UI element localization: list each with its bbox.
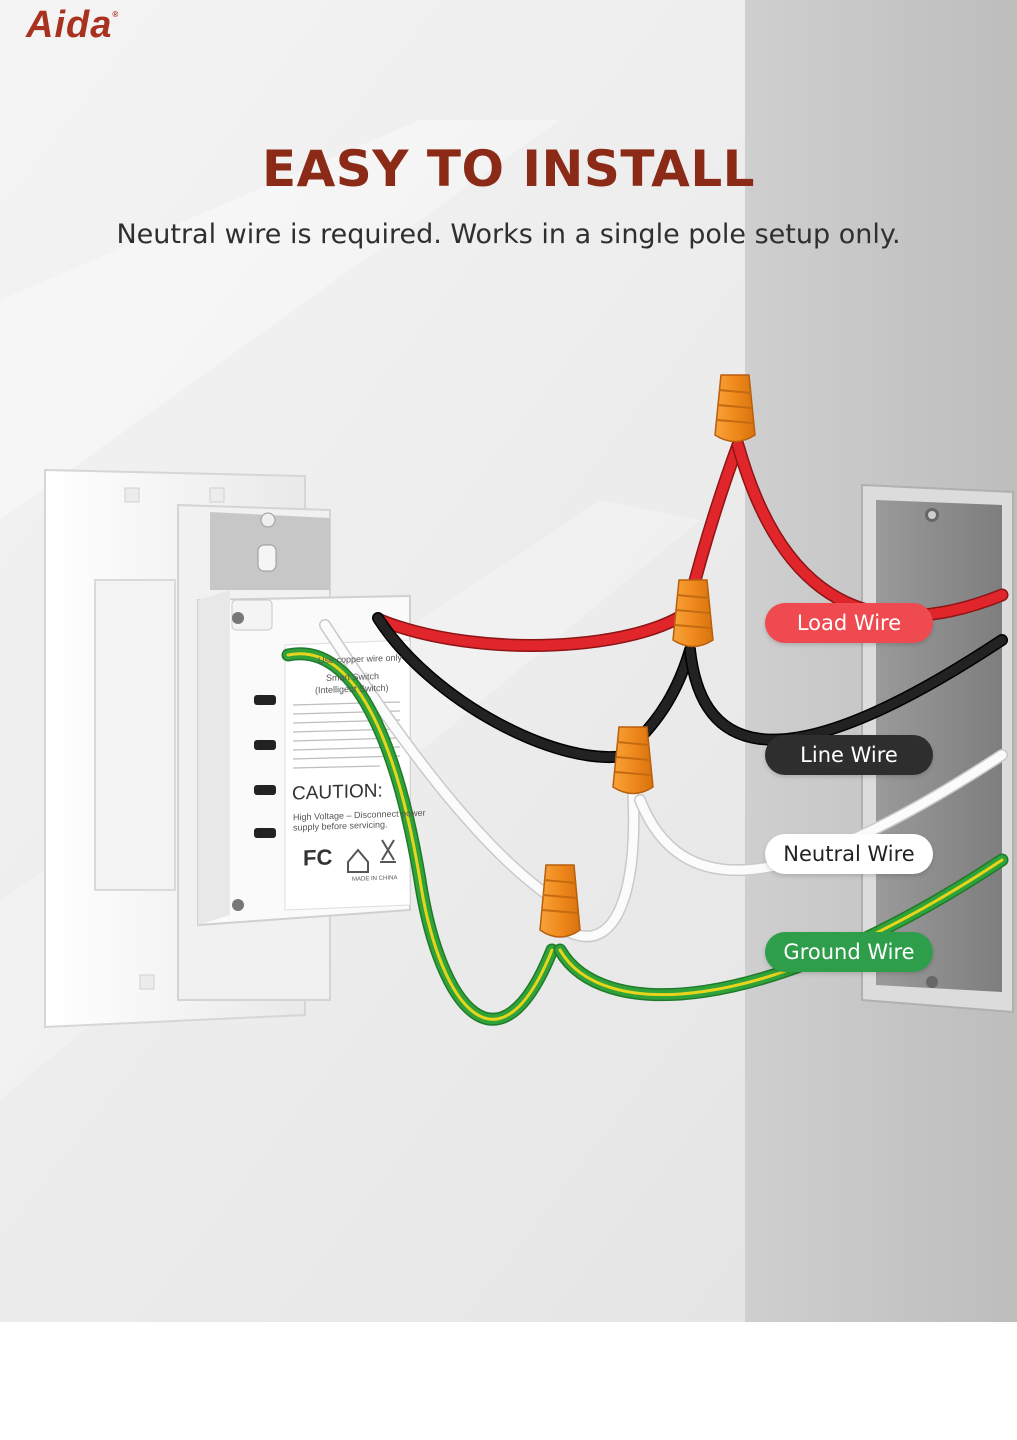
- wires: [281, 438, 1009, 1026]
- page-title: EASY TO INSTALL: [261, 140, 756, 198]
- wire-connectors: [539, 374, 756, 938]
- ground-wire-text: Ground Wire: [783, 940, 915, 964]
- wiring-scene: [0, 0, 1017, 1322]
- line-connector: [672, 579, 714, 648]
- fcc-logo: FC: [303, 844, 333, 871]
- device-label-name: Smart Switch: [326, 671, 380, 683]
- load-connector: [714, 374, 756, 443]
- load-wire-label: Load Wire: [765, 603, 933, 643]
- line-wire-label: Line Wire: [765, 735, 933, 775]
- neutral-wire-text: Neutral Wire: [783, 842, 915, 866]
- home-icon: [347, 848, 369, 873]
- recycle-bin-icon: [380, 839, 396, 863]
- line-wire-text: Line Wire: [800, 743, 898, 767]
- ground-connector: [539, 864, 581, 938]
- device-caution: CAUTION:: [292, 780, 383, 805]
- load-wire-text: Load Wire: [796, 611, 902, 635]
- install-illustration: Use copper wire only Smart Switch (Intel…: [0, 0, 1017, 1322]
- brand-logo: Aida®: [26, 4, 120, 46]
- neutral-wire-label: Neutral Wire: [765, 834, 933, 874]
- brand-name: Aida: [26, 4, 113, 46]
- ground-wire-label: Ground Wire: [765, 932, 933, 972]
- page-subtitle: Neutral wire is required. Works in a sin…: [116, 219, 901, 250]
- neutral-connector: [612, 726, 654, 795]
